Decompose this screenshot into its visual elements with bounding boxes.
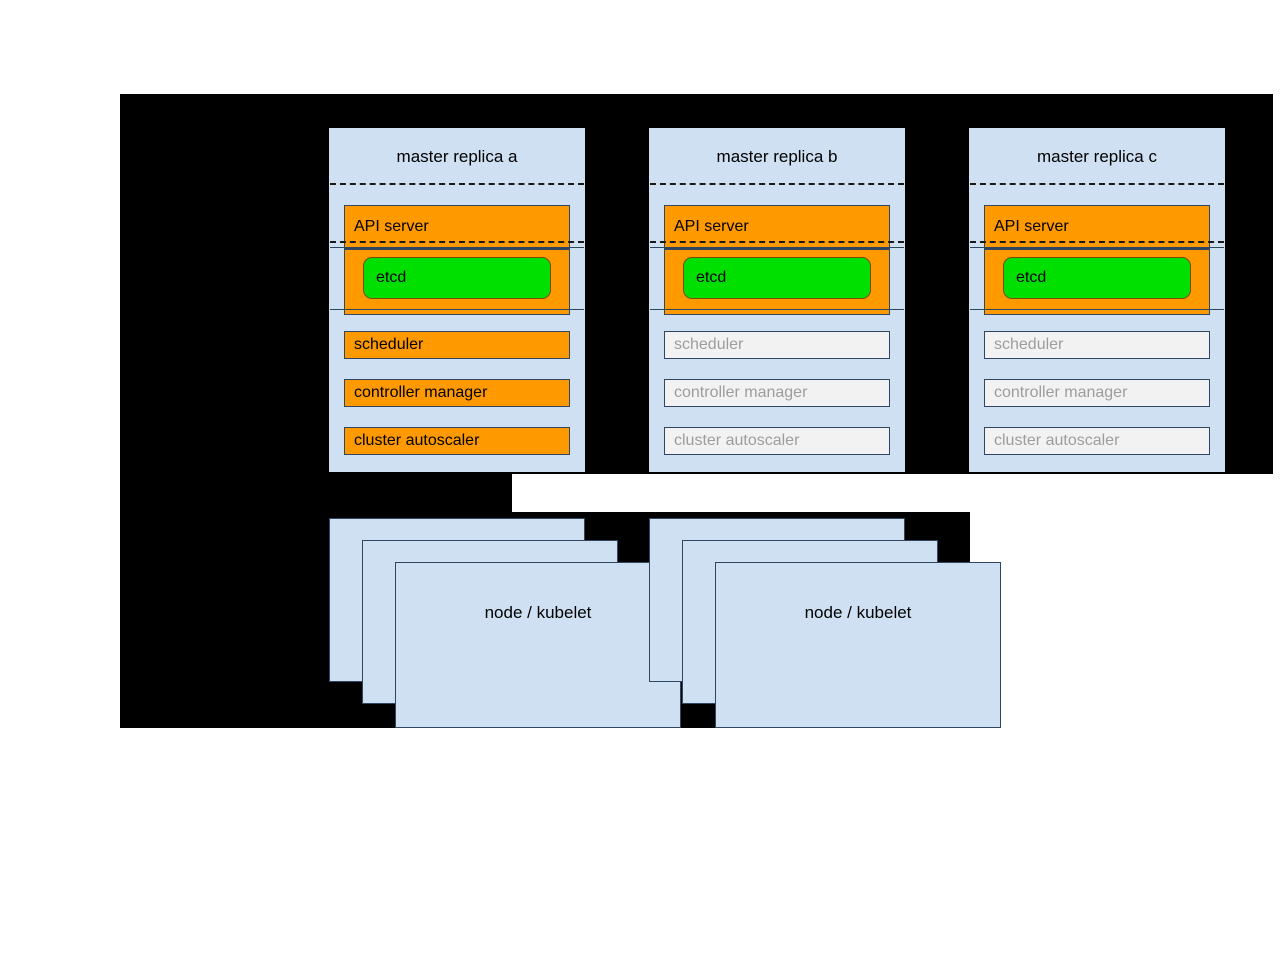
replica-a-controller-manager[interactable]: controller manager [344,379,570,407]
replica-a-rule-top [330,247,584,248]
replica-c-divider-bottom [970,241,1224,243]
replica-b-etcd[interactable]: etcd [683,257,871,299]
replica-b-etcd-host: etcd [664,249,890,315]
node-card-front[interactable]: node / kubelet [715,562,1001,728]
replica-c-etcd[interactable]: etcd [1003,257,1191,299]
node-group-1-label: node / kubelet [484,603,592,622]
master-replica-a[interactable]: master replica a API server etcd schedul… [329,128,585,472]
master-replica-b-title: master replica b [716,147,838,166]
master-replica-b[interactable]: master replica b API server etcd schedul… [649,128,905,472]
replica-b-divider-bottom [650,241,904,243]
replica-b-rule-top [650,247,904,248]
replica-b-divider-top [650,183,904,185]
replica-b-cluster-autoscaler[interactable]: cluster autoscaler [664,427,890,455]
node-group-2-label: node / kubelet [804,603,912,622]
replica-a-rule-bottom [330,309,584,310]
replica-c-rule-bottom [970,309,1224,310]
replica-c-etcd-host: etcd [984,249,1210,315]
replica-c-scheduler[interactable]: scheduler [984,331,1210,359]
master-replica-a-title: master replica a [396,147,518,166]
replica-c-divider-top [970,183,1224,185]
replica-c-controller-manager[interactable]: controller manager [984,379,1210,407]
master-replica-c[interactable]: master replica c API server etcd schedul… [969,128,1225,472]
master-replica-c-title: master replica c [1037,147,1157,166]
replica-a-cluster-autoscaler[interactable]: cluster autoscaler [344,427,570,455]
replica-b-rule-bottom [650,309,904,310]
backdrop-band-middle [120,474,512,512]
replica-a-etcd[interactable]: etcd [363,257,551,299]
replica-a-etcd-host: etcd [344,249,570,315]
replica-a-divider-top [330,183,584,185]
replica-c-rule-top [970,247,1224,248]
replica-a-divider-bottom [330,241,584,243]
replica-b-controller-manager[interactable]: controller manager [664,379,890,407]
node-card-front[interactable]: node / kubelet [395,562,681,728]
replica-c-cluster-autoscaler[interactable]: cluster autoscaler [984,427,1210,455]
replica-b-scheduler[interactable]: scheduler [664,331,890,359]
replica-a-scheduler[interactable]: scheduler [344,331,570,359]
